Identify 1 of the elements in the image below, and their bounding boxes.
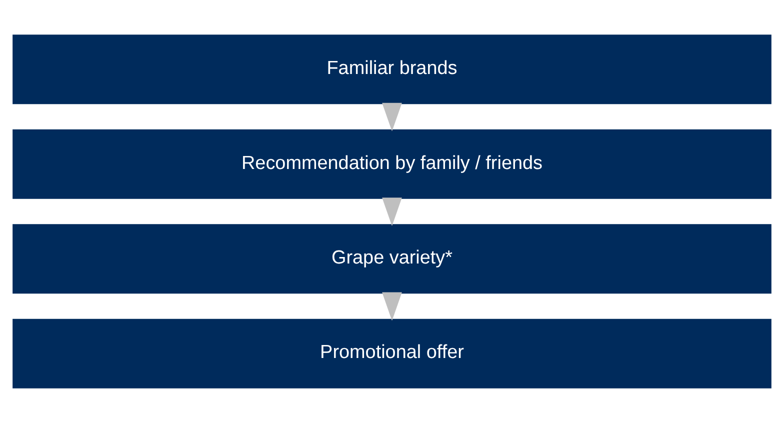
node-box: Promotional offer	[12, 318, 772, 388]
